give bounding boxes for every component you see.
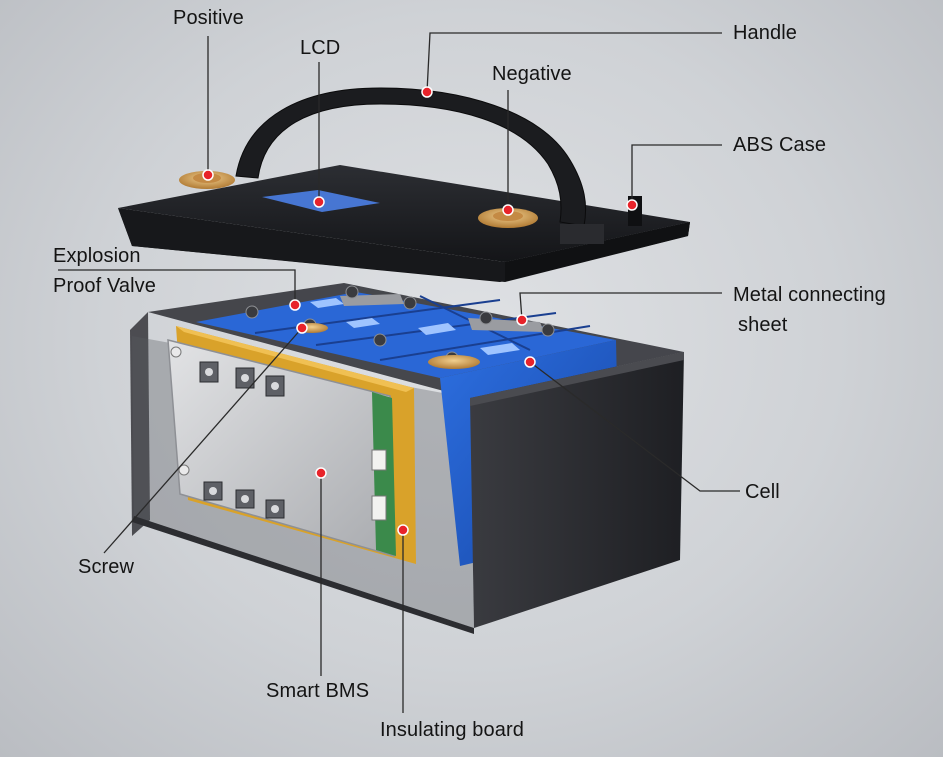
leader-abs-case — [631, 144, 722, 205]
marker-abs-case — [626, 199, 638, 211]
label-positive: Positive — [173, 7, 244, 29]
label-handle: Handle — [733, 22, 797, 44]
label-explosion-proof-valve-line2: Proof Valve — [53, 275, 157, 297]
label-explosion-proof-valve-line1: Explosion — [53, 245, 141, 267]
leader-handle — [426, 32, 722, 93]
marker-metal-sheet — [516, 314, 528, 326]
label-lcd: LCD — [300, 37, 341, 59]
label-screw: Screw — [78, 556, 135, 578]
label-abs-case: ABS Case — [733, 134, 827, 156]
label-metal-connecting-sheet-line2: sheet — [738, 314, 788, 336]
leader-lines — [58, 32, 740, 713]
marker-negative — [502, 204, 514, 216]
case-front-panel — [470, 352, 684, 628]
marker-lcd — [313, 196, 325, 208]
label-smart-bms: Smart BMS — [266, 680, 370, 702]
marker-insulating — [397, 524, 409, 536]
marker-cell — [524, 356, 536, 368]
leader-metal-sheet — [519, 292, 722, 321]
label-cell: Cell — [745, 481, 780, 503]
marker-positive — [202, 169, 214, 181]
label-negative: Negative — [492, 63, 572, 85]
callout-markers — [202, 86, 638, 536]
leader-valve — [58, 269, 296, 305]
label-metal-connecting-sheet-line1: Metal connecting — [733, 284, 886, 306]
leader-screw — [103, 327, 303, 554]
marker-valve — [289, 299, 301, 311]
marker-bms — [315, 467, 327, 479]
battery-lid — [118, 87, 690, 282]
marker-screw — [296, 322, 308, 334]
leader-cell — [529, 361, 740, 492]
label-insulating-board: Insulating board — [380, 719, 524, 741]
smart-bms-board — [167, 339, 396, 558]
marker-handle — [421, 86, 433, 98]
